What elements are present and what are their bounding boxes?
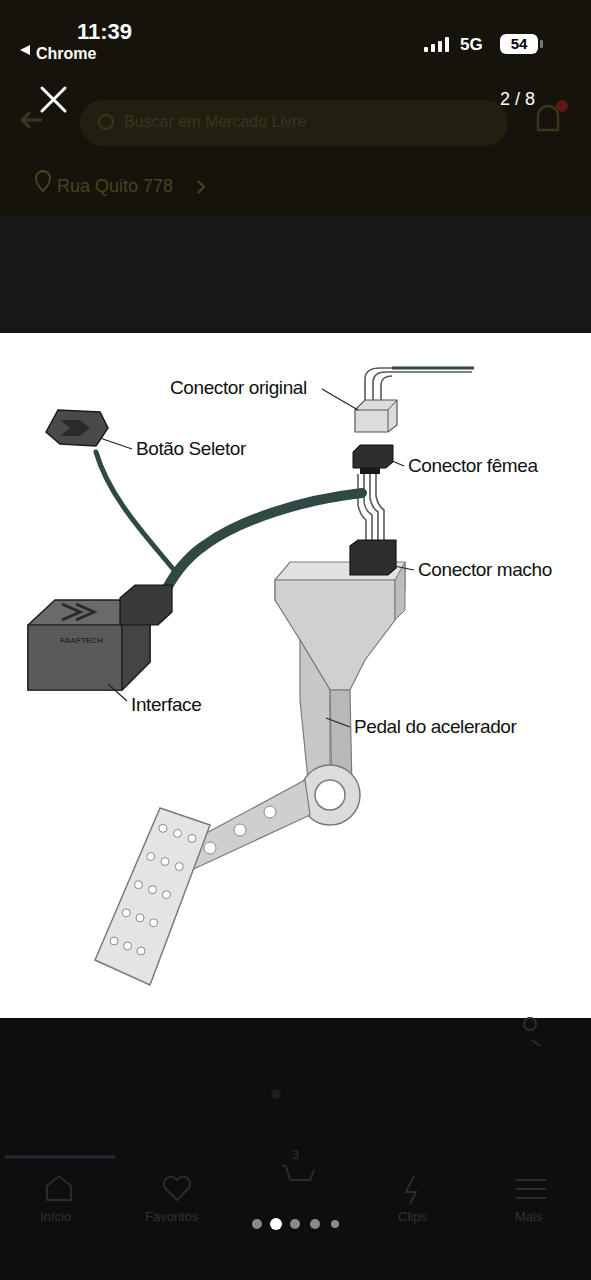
chevron <box>198 181 204 193</box>
battery-level: 54 <box>511 35 528 52</box>
original-connector <box>355 400 397 432</box>
pedal-holes <box>110 824 196 955</box>
location-pin <box>36 171 50 191</box>
signal-bars <box>424 37 449 52</box>
header-ground <box>0 0 591 215</box>
female-connector <box>353 445 393 474</box>
interface-module <box>28 585 172 690</box>
part-label: Pedal do acelerador <box>354 716 516 738</box>
page-dots <box>252 1218 339 1230</box>
part-label: Conector macho <box>418 559 552 581</box>
bell-badge <box>556 100 568 112</box>
image-ground <box>0 333 591 1018</box>
part-label: Interface <box>131 694 201 716</box>
nav-label: Clips <box>398 1210 427 1225</box>
part-label: Botão Seletor <box>136 438 246 460</box>
cart-count: 3 <box>292 1148 299 1163</box>
nav-label: Favoritos <box>145 1210 198 1225</box>
brand-mark: FAAFTECH <box>60 636 103 645</box>
part-label: Conector original <box>170 377 307 399</box>
selector-button <box>46 410 108 446</box>
close-icon <box>42 88 65 111</box>
original-wires <box>365 368 472 403</box>
search-placeholder: Buscar em Mercado Livre <box>124 113 306 131</box>
search-icon <box>99 115 113 129</box>
adapter-wires <box>358 474 384 546</box>
image-counter: 2 / 8 <box>500 89 535 110</box>
battery-tip <box>540 40 543 48</box>
nav-label: Mais <box>515 1210 542 1225</box>
search-bar <box>80 100 508 146</box>
leader-lines <box>100 389 414 727</box>
header-band <box>0 215 591 333</box>
nav-indicator <box>5 1156 115 1159</box>
network-type: 5G <box>460 35 483 55</box>
button-cable <box>96 452 178 575</box>
back-arrow <box>22 112 42 128</box>
status-time: 11:39 <box>77 19 132 44</box>
nav-label: Início <box>40 1210 71 1225</box>
battery <box>500 34 538 54</box>
pedal-assembly <box>95 540 405 985</box>
part-label: Conector fêmea <box>408 455 538 477</box>
back-app-label: Chrome <box>36 45 96 63</box>
address-text: Rua Quito 778 <box>57 176 173 197</box>
bell-icon <box>538 106 558 130</box>
nav-icons <box>47 1018 546 1204</box>
footer-ground <box>0 1018 591 1280</box>
vehicle-harness <box>392 367 474 370</box>
back-triangle <box>20 45 30 55</box>
carousel-dot <box>271 1089 281 1099</box>
